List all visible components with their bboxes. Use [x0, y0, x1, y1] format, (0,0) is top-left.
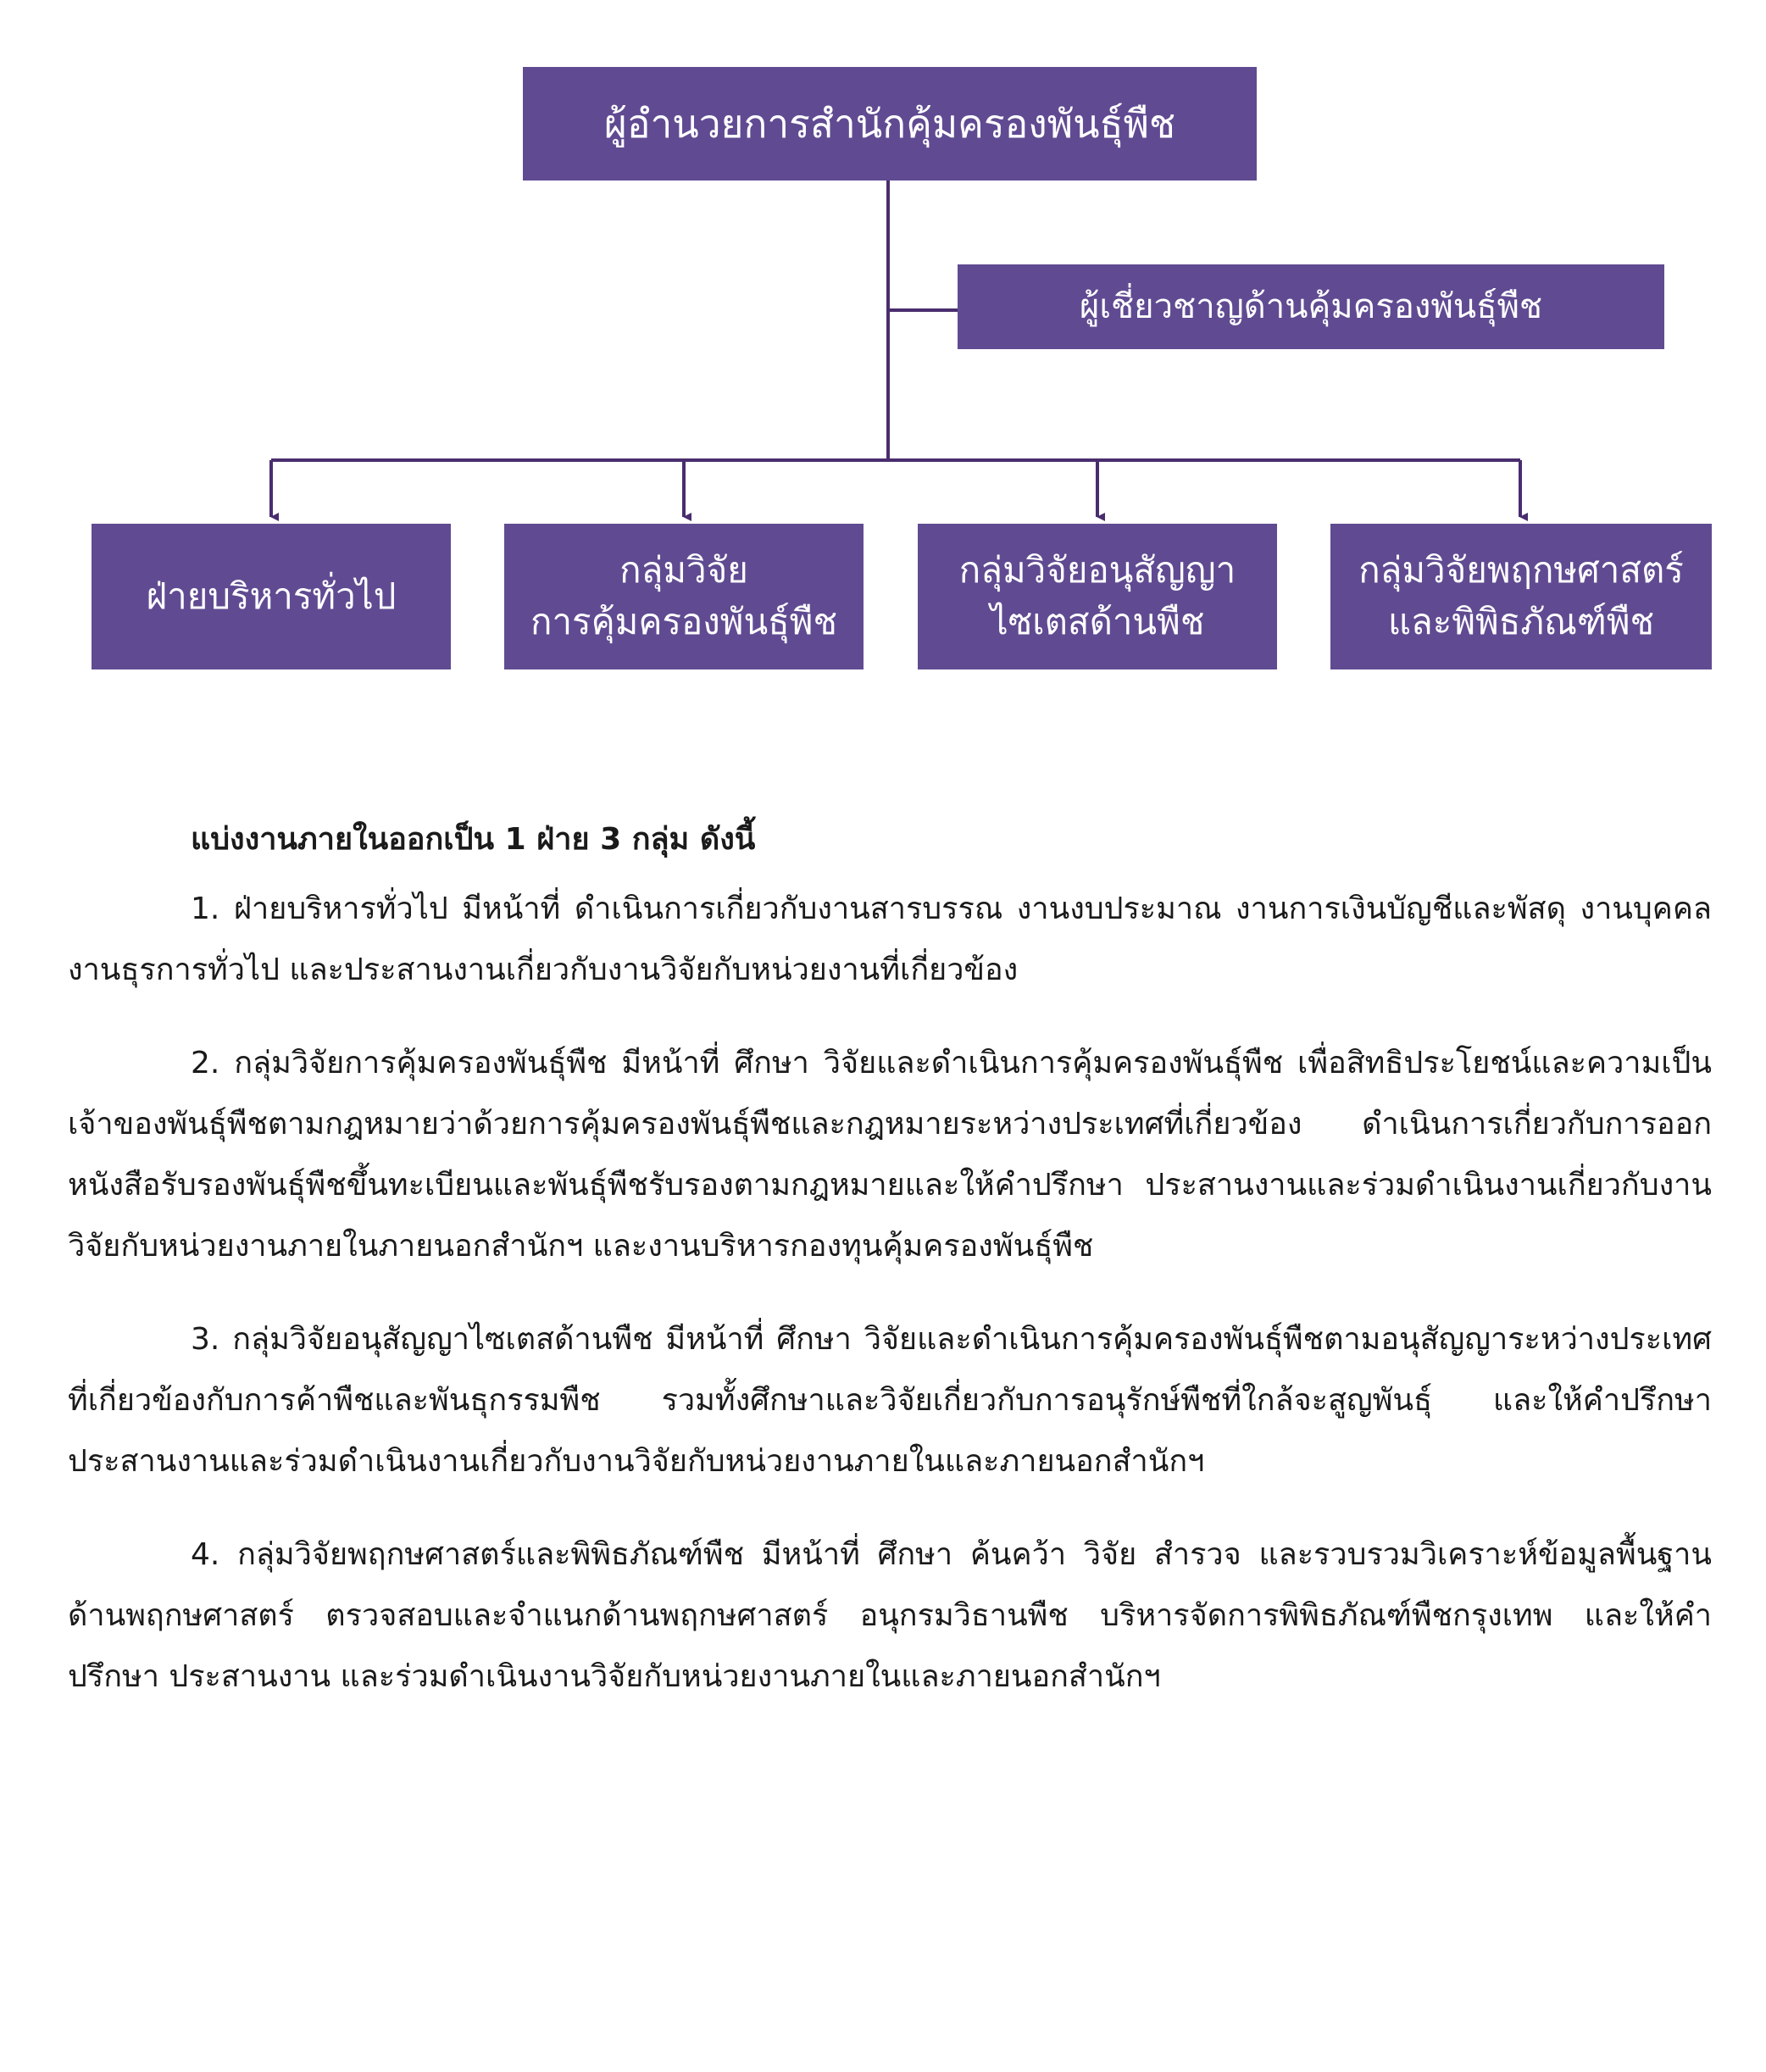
unit-label-line1: กลุ่มวิจัยพฤกษศาสตร์ [1358, 549, 1684, 592]
unit-label-line1: ฝ่ายบริหารทั่วไป [146, 575, 397, 617]
paragraph-item-4: 4. กลุ่มวิจัยพฤกษศาสตร์และพิพิธภัณฑ์พืช … [68, 1537, 1712, 1694]
unit-label-line2: การคุ้มครองพันธุ์พืช [530, 601, 837, 642]
unit-box-botany-herbarium: กลุ่มวิจัยพฤกษศาสตร์ และพิพิธภัณฑ์พืช [1330, 524, 1712, 669]
unit-label-line1: กลุ่มวิจัยอนุสัญญา [958, 549, 1236, 592]
unit-box-plant-variety-protection: กลุ่มวิจัย การคุ้มครองพันธุ์พืช [504, 524, 864, 669]
paragraph-item-1: 1. ฝ่ายบริหารทั่วไป มีหน้าที่ ดำเนินการเ… [68, 892, 1712, 987]
unit-box-general-admin: ฝ่ายบริหารทั่วไป [92, 524, 451, 669]
paragraph-item-2: 2. กลุ่มวิจัยการคุ้มครองพันธุ์พืช มีหน้า… [68, 1046, 1712, 1264]
org-chart-connectors [269, 181, 1528, 521]
director-box: ผู้อำนวยการสำนักคุ้มครองพันธุ์พืช [523, 67, 1257, 181]
unit-label-line1: กลุ่มวิจัย [619, 549, 748, 592]
body-text: แบ่งงานภายในออกเป็น 1 ฝ่าย 3 กลุ่ม ดังนี… [68, 809, 1712, 1740]
unit-label-line2: ไซเตสด้านพืช [990, 601, 1205, 642]
section-heading: แบ่งงานภายในออกเป็น 1 ฝ่าย 3 กลุ่ม ดังนี… [191, 822, 756, 857]
expert-label: ผู้เชี่ยวชาญด้านคุ้มครองพันธุ์พืช [1079, 287, 1543, 326]
unit-box-cites: กลุ่มวิจัยอนุสัญญา ไซเตสด้านพืช [918, 524, 1277, 669]
org-chart: ผู้อำนวยการสำนักคุ้มครองพันธุ์พืช ผู้เชี… [0, 0, 1766, 678]
paragraph-item-3: 3. กลุ่มวิจัยอนุสัญญาไซเตสด้านพืช มีหน้า… [68, 1322, 1712, 1479]
director-label: ผู้อำนวยการสำนักคุ้มครองพันธุ์พืช [603, 100, 1176, 147]
expert-box: ผู้เชี่ยวชาญด้านคุ้มครองพันธุ์พืช [958, 264, 1664, 349]
unit-label-line2: และพิพิธภัณฑ์พืช [1387, 601, 1655, 642]
